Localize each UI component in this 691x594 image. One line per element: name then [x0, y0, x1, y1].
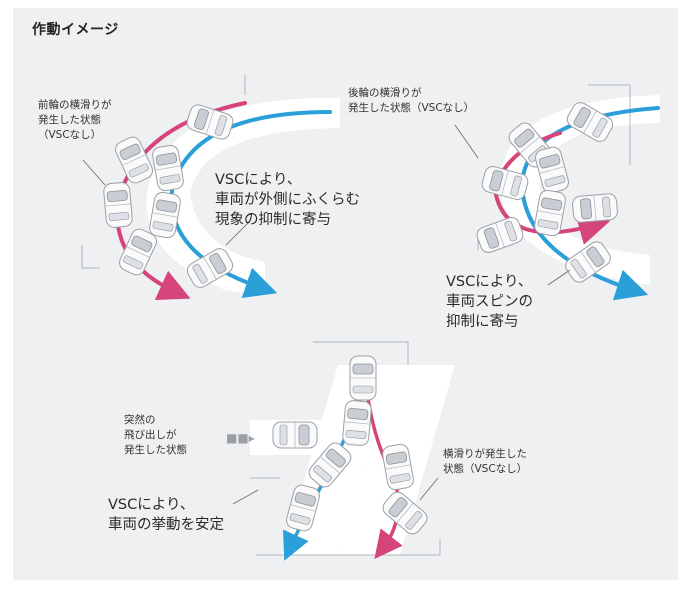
scene-front-skid: [81, 75, 340, 300]
page-title: 作動イメージ: [32, 22, 119, 38]
road-outline: [81, 75, 246, 269]
sudden-skid-caption: 横滑りが発生した 状態（VSCなし）: [443, 448, 528, 475]
front-skid-caption: 前輪の横滑りが 発生した状態 （VSCなし）: [38, 99, 112, 141]
scene-sudden: ■■▸: [226, 341, 455, 561]
leader-line: [225, 222, 249, 246]
car-icon: [102, 181, 134, 229]
leader-line: [419, 477, 439, 501]
sudden-vsc-caption: VSCにより、 車両の挙動を安定: [108, 497, 224, 533]
car-icon: [112, 134, 156, 186]
car-icon: [341, 399, 373, 447]
leader-line: [547, 269, 571, 286]
scene-rear-skid: [454, 84, 660, 301]
front-skid-vsc-caption: VSCにより、 車両が外側にふくらむ 現象の抑制に寄与: [215, 172, 360, 228]
car-icon: [272, 421, 318, 449]
approach-dashes: ■■▸: [226, 431, 255, 445]
sudden-caption: 突然の 飛び出しが 発生した状態: [124, 414, 187, 456]
car-icon: [474, 214, 526, 256]
rear-skid-caption: 後輪の横滑りが 発生した状態（VSCなし）: [348, 87, 475, 114]
road-outline: [250, 341, 441, 556]
car-icon: [349, 355, 377, 401]
leader-line: [232, 489, 259, 505]
rear-skid-vsc-caption: VSCにより、 車両スピンの 抑制に寄与: [446, 274, 533, 330]
leader-line: [82, 159, 106, 186]
leader-line: [454, 124, 479, 159]
car-icon: [571, 192, 619, 224]
